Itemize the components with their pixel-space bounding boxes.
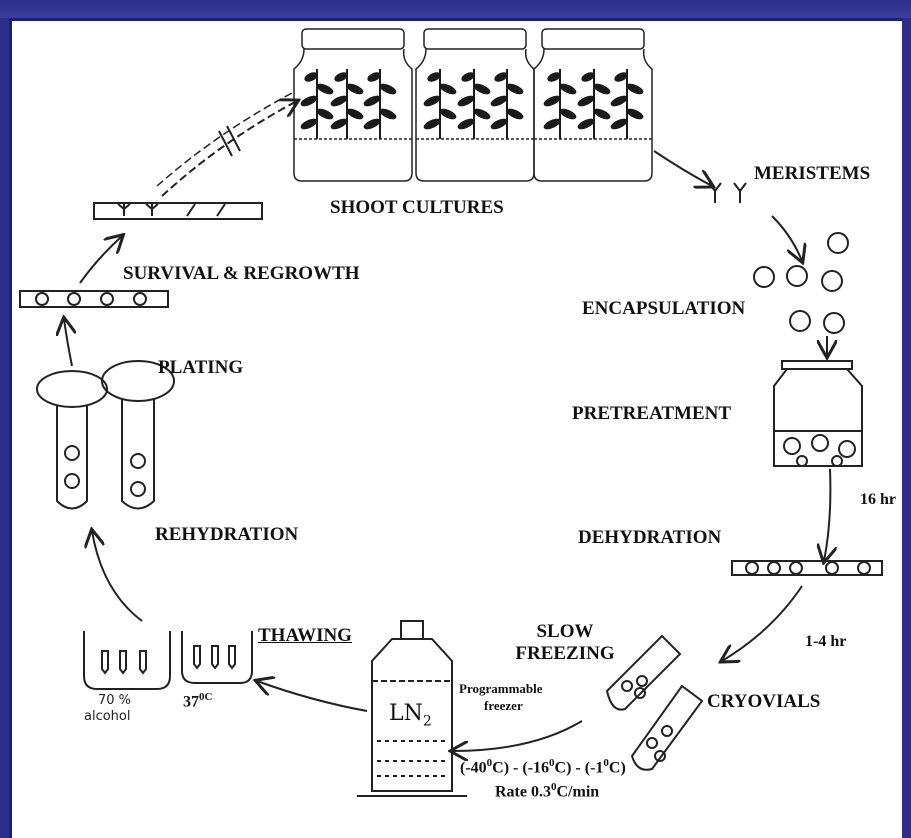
diagram-artwork — [19, 28, 883, 797]
label-pretreatment: PRETREATMENT — [572, 403, 732, 424]
dehydration-dish — [731, 560, 883, 576]
label-pretreatment-time: 16 hr — [860, 491, 896, 508]
label-alcohol-percent: 70 % — [98, 693, 132, 708]
label-freezer-line2: freezer — [484, 698, 523, 713]
pretreatment-flask — [773, 360, 863, 467]
label-thaw-temperature: 370C — [183, 691, 213, 711]
arrow-freezer-to-thawing — [257, 681, 368, 712]
cryovial-2 — [630, 684, 704, 771]
label-survival-regrowth: SURVIVAL & REGROWTH — [123, 263, 360, 284]
shoot-plants — [299, 68, 645, 140]
arrow-regrowth-to-cultures-2 — [156, 92, 293, 187]
arrow-pretreatment-to-dehydration — [824, 468, 830, 561]
label-freezing-rate: Rate 0.30C/min — [495, 781, 600, 801]
slide-top-strip — [0, 0, 911, 18]
label-freezing-profile: (-400C) - (-160C) - (-10C) — [460, 757, 626, 777]
cryopreservation-diagram: SHOOT CULTURES MERISTEMS ENCAPSULATION P… — [9, 18, 902, 838]
culture-jar-2 — [415, 28, 535, 182]
arrow-regrowth-to-cultures — [161, 101, 297, 197]
arrow-rehydration-to-plating — [64, 319, 72, 367]
plating-dish — [19, 290, 169, 308]
regrowth-dish — [93, 202, 263, 220]
label-encapsulation: ENCAPSULATION — [582, 298, 746, 319]
cryovial-1 — [605, 634, 682, 711]
rehydration-tubes — [36, 360, 175, 510]
culture-jar-3 — [533, 28, 653, 182]
arrow-jars-to-meristems — [653, 150, 712, 186]
label-rehydration: REHYDRATION — [155, 524, 299, 545]
label-dehydration: DEHYDRATION — [578, 527, 722, 548]
ln2-dewar — [357, 620, 467, 797]
culture-jar-1 — [293, 28, 413, 182]
arrow-meristems-to-beads — [771, 215, 802, 261]
arrow-dehydration-to-cryovials — [722, 585, 803, 661]
label-cryovials: CRYOVIALS — [707, 691, 821, 712]
label-dehydration-time: 1-4 hr — [805, 633, 847, 650]
label-freezer-line1: Programmable — [459, 681, 543, 696]
arrow-cryovials-to-freezer — [452, 720, 583, 751]
thawing-beakers — [83, 631, 253, 690]
arrow-thawing-to-rehydration — [92, 531, 143, 622]
label-slow-freezing: SLOW FREEZING — [515, 621, 615, 664]
label-alcohol: alcohol — [84, 709, 131, 724]
label-thawing: THAWING — [258, 625, 352, 646]
label-meristems: MERISTEMS — [754, 163, 871, 184]
label-ln2: LN2 — [389, 701, 432, 730]
label-plating: PLATING — [158, 357, 244, 378]
encapsulated-beads — [753, 232, 849, 334]
label-shoot-cultures: SHOOT CULTURES — [330, 197, 504, 218]
arrow-plating-to-regrowth — [79, 236, 122, 284]
break-mark — [218, 125, 241, 157]
meristem-icons — [708, 182, 747, 203]
